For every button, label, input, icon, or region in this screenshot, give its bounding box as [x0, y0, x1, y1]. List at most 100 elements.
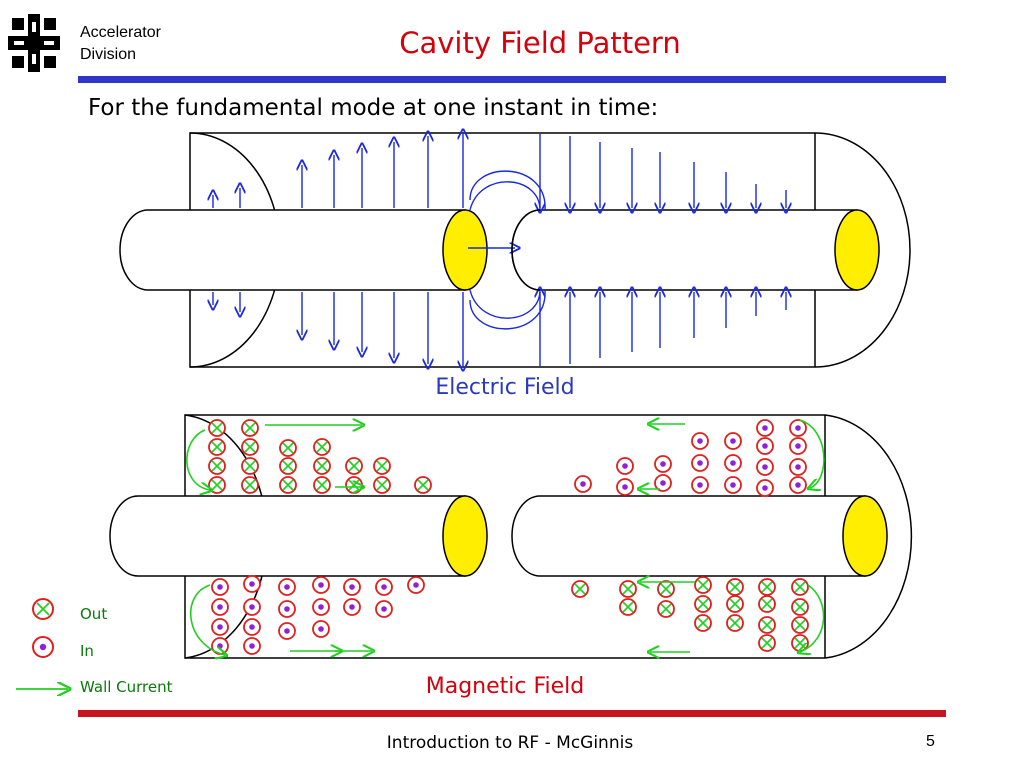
field-in-symbol [375, 578, 393, 596]
magnetic-field-label: Magnetic Field [425, 674, 585, 699]
field-out-symbol [758, 595, 776, 613]
field-out-symbol [726, 614, 744, 632]
legend-out-symbol [32, 598, 54, 620]
field-in-symbol [756, 437, 774, 455]
field-out-symbol [694, 595, 712, 613]
electric-field-label: Electric Field [435, 375, 575, 400]
wall-current-arrow [186, 429, 210, 490]
field-in-symbol [375, 600, 393, 618]
field-in-symbol [789, 458, 807, 476]
wall-current-arrow [800, 584, 825, 652]
field-in-symbol [756, 458, 774, 476]
field-in-symbol [243, 598, 261, 616]
field-out-symbol [758, 634, 776, 652]
gap-field-arc [469, 181, 541, 211]
field-in-symbol [691, 454, 709, 472]
field-out-symbol [241, 419, 259, 437]
field-out-symbol [279, 476, 297, 494]
field-in-symbol [243, 575, 261, 593]
field-out-symbol [726, 578, 744, 596]
field-out-symbol [345, 476, 363, 494]
field-in-symbol [407, 576, 425, 594]
page-number: 5 [926, 733, 935, 750]
field-out-symbol [279, 439, 297, 457]
legend-wall-current-label: Wall Current [80, 678, 173, 696]
field-in-symbol [278, 622, 296, 640]
slide-subtitle: For the fundamental mode at one instant … [88, 95, 659, 121]
gap-field-arc [469, 170, 546, 211]
field-out-symbol [241, 476, 259, 494]
field-out-symbol [373, 476, 391, 494]
left-tube-end-m [442, 495, 488, 577]
field-in-symbol [724, 476, 742, 494]
field-in-symbol [243, 637, 261, 655]
field-out-symbol [619, 580, 637, 598]
field-out-symbol [208, 419, 226, 437]
field-in-symbol [211, 618, 229, 636]
electric-field-cavity [119, 132, 911, 368]
field-out-symbol [208, 438, 226, 456]
field-in-symbol [211, 578, 229, 596]
field-in-symbol [312, 620, 330, 638]
field-out-symbol [694, 576, 712, 594]
left-tube-end [442, 209, 488, 291]
field-out-symbol [726, 595, 744, 613]
electric-field-arrows [213, 134, 786, 366]
field-in-symbol [312, 598, 330, 616]
field-in-symbol [756, 479, 774, 497]
field-out-symbol [791, 598, 809, 616]
slide-title: Cavity Field Pattern [399, 26, 681, 60]
field-in-symbol [312, 576, 330, 594]
field-out-symbol [373, 457, 391, 475]
field-out-symbol [619, 598, 637, 616]
right-tube-end [834, 209, 880, 291]
field-in-symbol [691, 476, 709, 494]
wall-current-arrow [799, 419, 825, 488]
bottom-rule [78, 710, 946, 717]
field-in-symbol [278, 578, 296, 596]
field-out-symbol [414, 476, 432, 494]
field-out-symbol [657, 580, 675, 598]
field-out-symbol [313, 476, 331, 494]
field-in-symbol [724, 454, 742, 472]
field-in-symbol [574, 475, 592, 493]
field-in-symbol [654, 474, 672, 492]
field-out-symbol [791, 578, 809, 596]
legend-in-symbol [32, 636, 54, 658]
field-out-symbol [791, 616, 809, 634]
field-out-symbol [758, 578, 776, 596]
field-out-symbol [345, 457, 363, 475]
division-line-2: Division [80, 46, 137, 63]
right-tube-end-m [842, 495, 888, 577]
wall-current-arrow [189, 584, 225, 655]
field-in-symbol [789, 476, 807, 494]
gap-field-arc [469, 289, 546, 330]
magnetic-field-symbols [186, 419, 825, 655]
division-line-1: Accelerator [80, 24, 161, 41]
fermilab-logo-icon [8, 14, 60, 72]
division-label: Accelerator Division [80, 22, 161, 66]
field-in-symbol [278, 600, 296, 618]
field-out-symbol [241, 438, 259, 456]
field-in-symbol [616, 478, 634, 496]
top-rule [78, 76, 946, 83]
field-in-symbol [789, 437, 807, 455]
legend-out-label: Out [80, 605, 108, 623]
field-in-symbol [654, 455, 672, 473]
field-in-symbol [343, 578, 361, 596]
field-in-symbol [243, 618, 261, 636]
field-out-symbol [758, 616, 776, 634]
field-in-symbol [616, 457, 634, 475]
field-in-symbol [789, 419, 807, 437]
footer-text: Introduction to RF - McGinnis [386, 733, 634, 753]
field-out-symbol [279, 457, 297, 475]
field-in-symbol [724, 432, 742, 450]
field-out-symbol [241, 457, 259, 475]
field-out-symbol [313, 438, 331, 456]
field-in-symbol [211, 598, 229, 616]
field-out-symbol [313, 457, 331, 475]
field-out-symbol [208, 457, 226, 475]
gap-field-arc [469, 289, 541, 319]
field-out-symbol [657, 600, 675, 618]
